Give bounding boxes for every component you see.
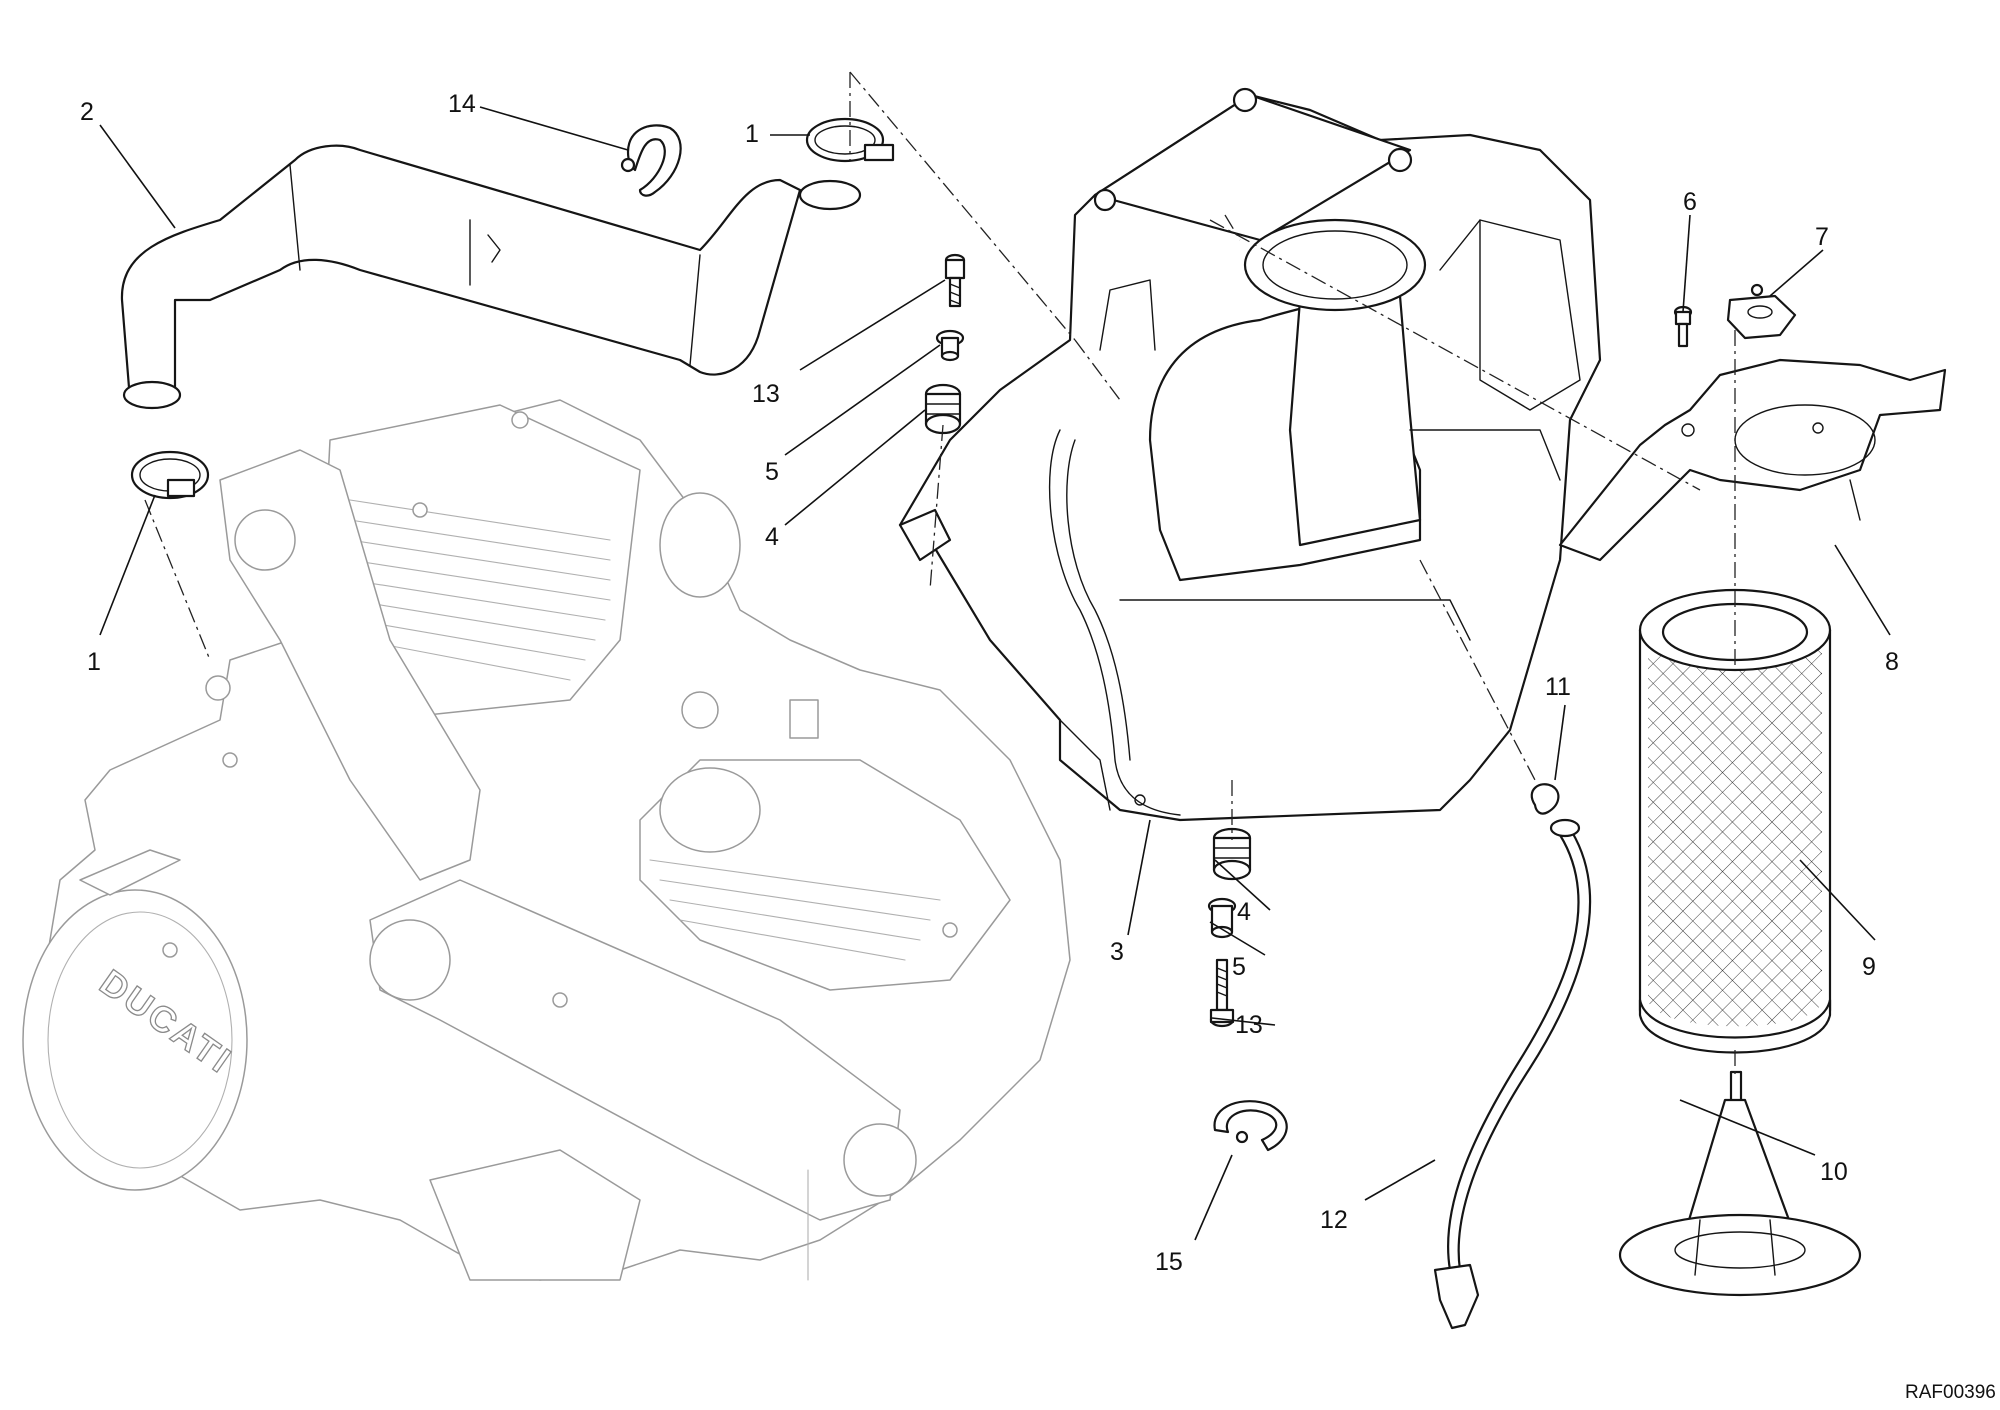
hose-clip-14	[627, 124, 682, 197]
callout-4-top: 4	[765, 523, 779, 551]
engine-bolt-e	[552, 992, 568, 1008]
upper-mount-hardware	[924, 253, 966, 435]
lower-grommet-4	[1212, 827, 1252, 881]
engine-pulley-rear	[234, 509, 296, 571]
callout-4-bottom: 4	[1237, 898, 1251, 926]
callout-13-bottom: 13	[1235, 1011, 1263, 1039]
drain-hose-12	[1446, 830, 1592, 1272]
engine-throttle-spindle	[681, 691, 719, 729]
engine-pulley-front	[843, 1123, 917, 1197]
hose-clamp-lower	[130, 450, 210, 500]
callout-1-top: 1	[745, 120, 759, 148]
assembly-axis-lines	[144, 71, 1736, 1075]
filter-nut-7	[1726, 283, 1797, 340]
airbox-side-mount	[898, 508, 952, 562]
callout-13-top: 13	[752, 380, 780, 408]
intake-funnel-10	[1618, 1070, 1862, 1297]
engine-intake-front	[659, 767, 761, 853]
upper-bushing-5	[935, 329, 965, 362]
hose-clamp-upper	[805, 117, 895, 163]
engine-bolt-f	[942, 922, 958, 938]
engine-clutch-cover-rim	[47, 911, 233, 1169]
filter-bracket-8	[1558, 358, 1947, 562]
callout-10: 10	[1820, 1158, 1848, 1186]
lower-bolt-13	[1209, 958, 1235, 1028]
airbox-seal-line	[1048, 429, 1181, 816]
callout-6: 6	[1683, 188, 1697, 216]
engine-bolt-g	[205, 675, 231, 701]
callout-1-left: 1	[87, 648, 101, 676]
hose-clip-11	[1530, 783, 1560, 815]
engine-bolt-a	[511, 411, 529, 429]
lower-mount-hardware	[1207, 827, 1252, 1028]
engine-gear-shaft	[79, 849, 181, 896]
callout-14: 14	[448, 90, 476, 118]
airbox-filter-port	[1243, 218, 1427, 312]
drain-hose-12-fitting	[1433, 1263, 1480, 1330]
breather-hose	[120, 144, 802, 402]
engine-bolt-b	[412, 502, 428, 518]
lower-bushing-5	[1207, 897, 1237, 939]
callout-2: 2	[80, 98, 94, 126]
callout-11: 11	[1545, 673, 1571, 701]
callout-labels: 1 2 14 1 13 5 4 6 7 8 11 9 3 4 5 13 10 1…	[80, 90, 1899, 1276]
callout-3: 3	[1110, 938, 1124, 966]
callout-8: 8	[1885, 648, 1899, 676]
air-filter-9	[1638, 588, 1832, 1054]
hose-end-upper	[798, 179, 862, 211]
breather-hose-assembly	[120, 117, 895, 500]
engine-clutch-cover	[22, 889, 248, 1191]
airbox-lid	[1093, 93, 1412, 242]
callout-15: 15	[1155, 1248, 1183, 1276]
upper-grommet-4	[924, 383, 962, 435]
engine-ghost-drawing: DUCATI	[22, 399, 1071, 1281]
engine-bolt-c	[222, 752, 238, 768]
callout-9: 9	[1862, 953, 1876, 981]
hose-clip-15	[1213, 1100, 1288, 1152]
callout-leader-lines	[99, 106, 1891, 1241]
engine-sump	[429, 1149, 641, 1281]
callout-5-top: 5	[765, 458, 779, 486]
airbox-snorkel	[1288, 288, 1422, 547]
hose-end-lower	[122, 380, 182, 410]
drawing-reference-code: RAF00396	[1905, 1382, 1996, 1403]
callout-7: 7	[1815, 223, 1829, 251]
airbox	[898, 87, 1602, 822]
engine-front-fins	[649, 859, 941, 961]
filter-assembly	[1213, 283, 1947, 1330]
filter-screw-6	[1673, 305, 1693, 348]
engine-belt-cover-front	[369, 879, 901, 1221]
upper-bolt-13	[944, 253, 966, 308]
engine-bolt-d	[162, 942, 178, 958]
callout-5-bottom: 5	[1232, 953, 1246, 981]
callout-12: 12	[1320, 1206, 1348, 1234]
engine-cylinder-fins	[349, 499, 611, 681]
engine-intake-rear	[659, 492, 741, 598]
engine-sensor	[789, 699, 819, 739]
engine-pulley-mid	[369, 919, 451, 1001]
